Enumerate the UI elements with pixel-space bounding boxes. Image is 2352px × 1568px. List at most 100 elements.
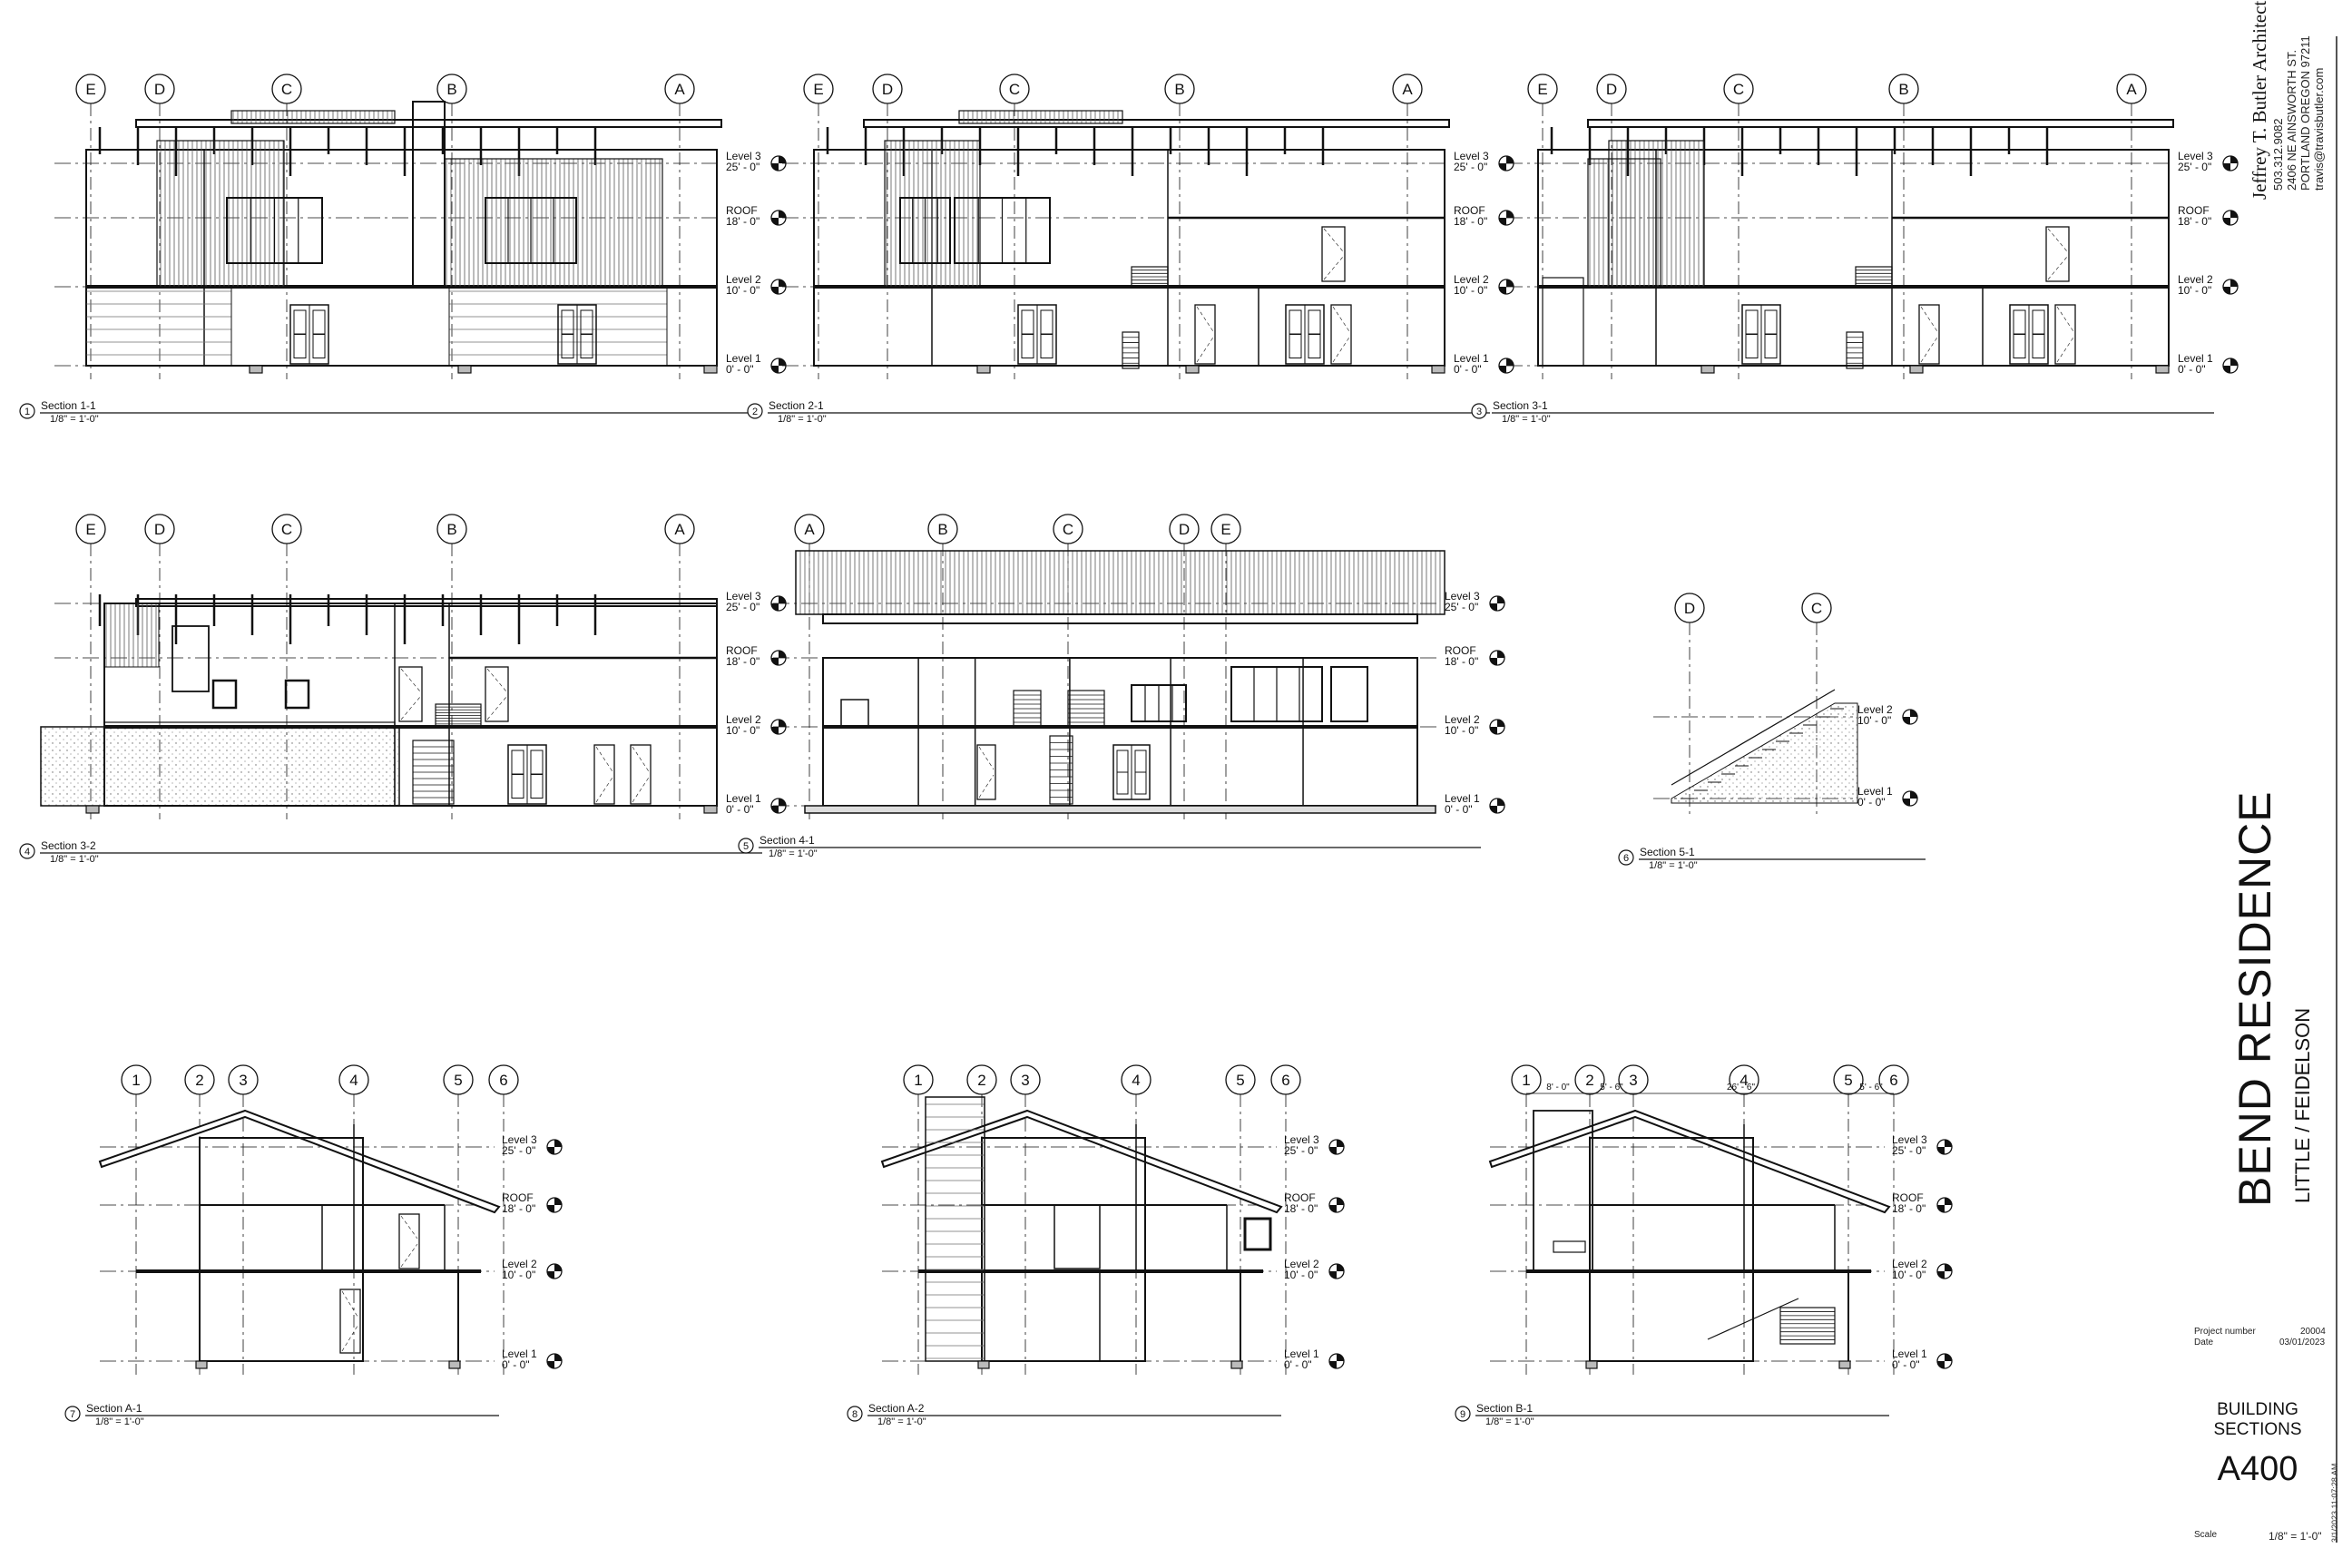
level-elevation: 18' - 0" xyxy=(1284,1202,1318,1215)
roof-eave xyxy=(863,119,1450,128)
level-datum-fill xyxy=(771,366,779,373)
grid-label: C xyxy=(1811,600,1822,617)
level-datum-fill xyxy=(2223,218,2230,225)
level-name: Level 2 xyxy=(1892,1258,1927,1270)
level-datum-fill xyxy=(554,1264,562,1271)
door-panel xyxy=(1764,334,1778,358)
chimney xyxy=(925,1096,985,1362)
level-datum-fill xyxy=(1497,720,1504,727)
level-elevation: 25' - 0" xyxy=(726,601,760,613)
building-outline xyxy=(199,1137,364,1362)
level-datum-fill xyxy=(1903,717,1910,724)
view-title: Section A-1 xyxy=(86,1402,142,1415)
grid-label: D xyxy=(882,81,893,98)
view-number-circle xyxy=(64,1406,81,1422)
door-swing xyxy=(2047,256,2068,280)
level-datum-fill xyxy=(1337,1354,1344,1361)
view-scale: 1/8" = 1'-0" xyxy=(50,414,99,425)
level-elevation: 18' - 0" xyxy=(726,655,760,668)
grid-label: C xyxy=(1063,521,1073,538)
window xyxy=(284,679,310,710)
level-datum-fill xyxy=(1490,658,1497,665)
level-name: Level 3 xyxy=(1454,150,1489,162)
view-number-circle xyxy=(19,403,35,419)
grid-label: E xyxy=(813,81,823,98)
foundation xyxy=(804,805,1436,814)
level-elevation: 18' - 0" xyxy=(1454,215,1487,228)
door-swing xyxy=(400,1215,418,1240)
level-elevation: 0' - 0" xyxy=(726,803,754,816)
level-datum-fill xyxy=(779,156,786,163)
grid-label: 4 xyxy=(1740,1072,1748,1089)
roof-slope xyxy=(1488,1109,1891,1214)
footing xyxy=(977,1360,990,1369)
level-elevation: 25' - 0" xyxy=(2178,161,2211,173)
grid-label: D xyxy=(1179,521,1190,538)
door-swing xyxy=(632,777,650,803)
door-swing xyxy=(632,746,650,772)
level-name: ROOF xyxy=(726,644,758,657)
sheet-title: BUILDING SECTIONS xyxy=(2194,1400,2321,1440)
interior-door xyxy=(1918,304,1940,365)
level-elevation: 10' - 0" xyxy=(726,284,760,297)
architect-street: 2406 NE AINSWORTH ST. xyxy=(2285,49,2298,191)
door-swing xyxy=(2047,228,2068,252)
building-outline xyxy=(85,149,718,367)
view-number: 3 xyxy=(1476,407,1482,417)
footing xyxy=(448,1360,461,1369)
level-name: Level 2 xyxy=(1857,703,1893,716)
door-swing xyxy=(400,696,421,720)
grid-label: A xyxy=(2126,81,2137,98)
grid-label: 2 xyxy=(195,1072,203,1089)
interior-door xyxy=(630,744,652,805)
level-datum-fill xyxy=(547,1271,554,1279)
grid-label: B xyxy=(446,81,456,98)
door-swing xyxy=(400,668,421,692)
level-datum-fill xyxy=(1329,1361,1337,1368)
view-scale: 1/8" = 1'-0" xyxy=(1649,860,1698,871)
project-number: 20004 xyxy=(2300,1327,2326,1337)
roof-siding xyxy=(795,550,1446,615)
level-name: Level 2 xyxy=(1454,273,1489,286)
client-name: LITTLE / FEIDELSON xyxy=(2291,1007,2314,1203)
level-datum-fill xyxy=(771,727,779,734)
level-datum-fill xyxy=(1506,279,1514,287)
view-number-circle xyxy=(847,1406,863,1422)
level-datum-fill xyxy=(1337,1264,1344,1271)
level-datum-fill xyxy=(779,799,786,806)
level-datum-fill xyxy=(554,1140,562,1147)
level-name: Level 2 xyxy=(502,1258,537,1270)
level-name: ROOF xyxy=(726,204,758,217)
door-panel xyxy=(2032,334,2045,358)
door-swing xyxy=(1323,228,1344,252)
level-datum-fill xyxy=(1337,1140,1344,1147)
view-title: Section 5-1 xyxy=(1640,846,1695,858)
building-outline xyxy=(1589,1137,1754,1362)
door-panel xyxy=(561,334,574,358)
grid-label: A xyxy=(674,521,685,538)
view-title: Section 3-2 xyxy=(41,839,96,852)
level-elevation: 10' - 0" xyxy=(502,1269,535,1281)
level-name: Level 3 xyxy=(1892,1133,1927,1146)
chimney xyxy=(412,101,446,288)
grid-label: D xyxy=(1606,81,1617,98)
footing xyxy=(1230,1360,1243,1369)
view-number: 1 xyxy=(24,407,30,417)
door-panel xyxy=(1116,771,1129,795)
interior-door xyxy=(398,1213,420,1269)
view-scale: 1/8" = 1'-0" xyxy=(50,854,99,865)
level-elevation: 25' - 0" xyxy=(726,161,760,173)
porch-brace xyxy=(1542,277,1584,367)
stair xyxy=(1779,1307,1836,1345)
level-elevation: 10' - 0" xyxy=(726,724,760,737)
level-datum-fill xyxy=(1945,1198,1952,1205)
grid-label: C xyxy=(281,81,292,98)
grid-label: A xyxy=(804,521,815,538)
grid-label: 5 xyxy=(1236,1072,1244,1089)
level-name: Level 1 xyxy=(1454,352,1489,365)
footing xyxy=(249,365,263,374)
grid-label: C xyxy=(281,521,292,538)
